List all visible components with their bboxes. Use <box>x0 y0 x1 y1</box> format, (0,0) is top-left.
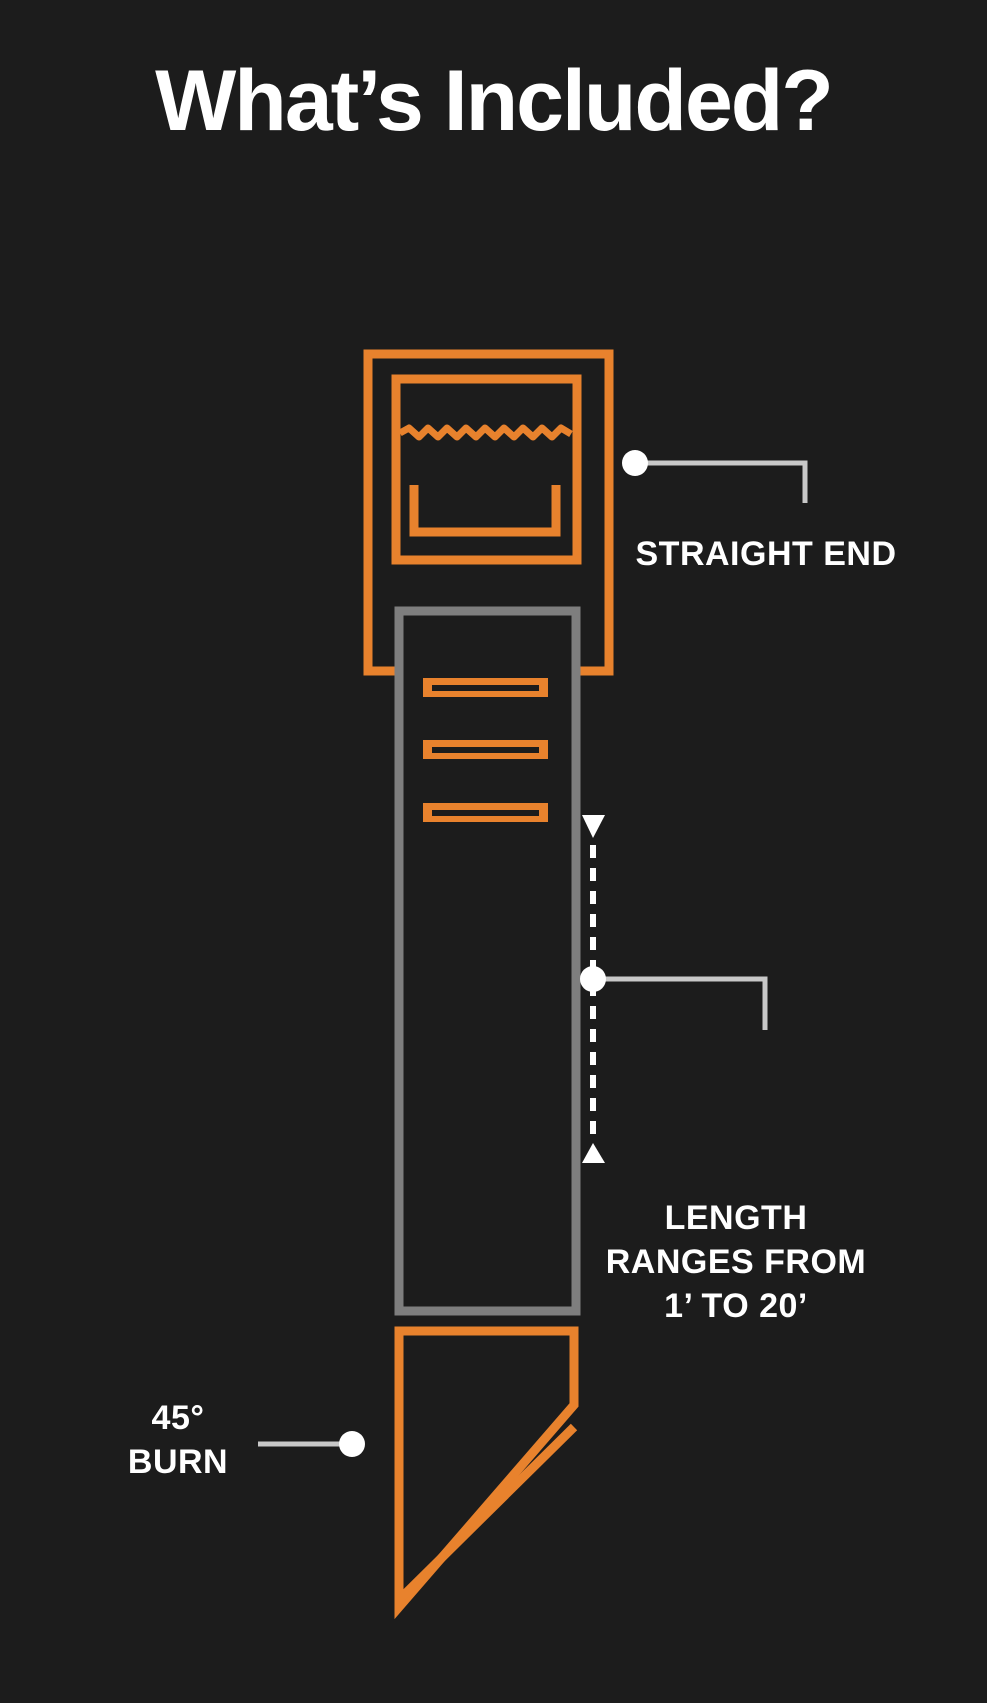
straight-end-callout-dot <box>622 450 648 476</box>
burn-callout <box>258 1431 365 1457</box>
burn-end-outline <box>394 1326 579 1620</box>
burn-label-line2: BURN <box>127 1443 229 1481</box>
measure-arrow-top <box>582 815 605 838</box>
burn-label: 45° BURN <box>78 1396 278 1484</box>
straight-end-label: STRAIGHT END <box>616 532 916 576</box>
strap-slot-3 <box>423 803 548 822</box>
buckle-inner-frame <box>391 374 582 565</box>
page-title: What’s Included? <box>155 53 834 149</box>
straight-end-label-text: STRAIGHT END <box>635 535 897 573</box>
strap-slot-1 <box>423 678 548 697</box>
straight-end-callout <box>622 450 808 503</box>
strap-slot-2 <box>423 740 548 759</box>
length-callout <box>580 966 768 1030</box>
length-label: LENGTH RANGES FROM 1’ TO 20’ <box>586 1196 886 1328</box>
length-label-line2: RANGES FROM <box>605 1243 867 1281</box>
measure-arrow-bottom <box>582 1143 605 1163</box>
buckle-keeper-bracket <box>409 485 561 537</box>
length-callout-dot <box>580 966 606 992</box>
burn-label-line1: 45° <box>151 1399 205 1437</box>
buckle-outer-outline <box>363 349 614 676</box>
burn-end-inner-edge <box>398 1423 578 1601</box>
strap-body <box>394 606 581 1316</box>
length-label-line1: LENGTH <box>664 1199 808 1237</box>
length-label-line3: 1’ TO 20’ <box>664 1287 808 1325</box>
buckle-stitch-wave <box>398 424 573 441</box>
burn-callout-dot <box>339 1431 365 1457</box>
